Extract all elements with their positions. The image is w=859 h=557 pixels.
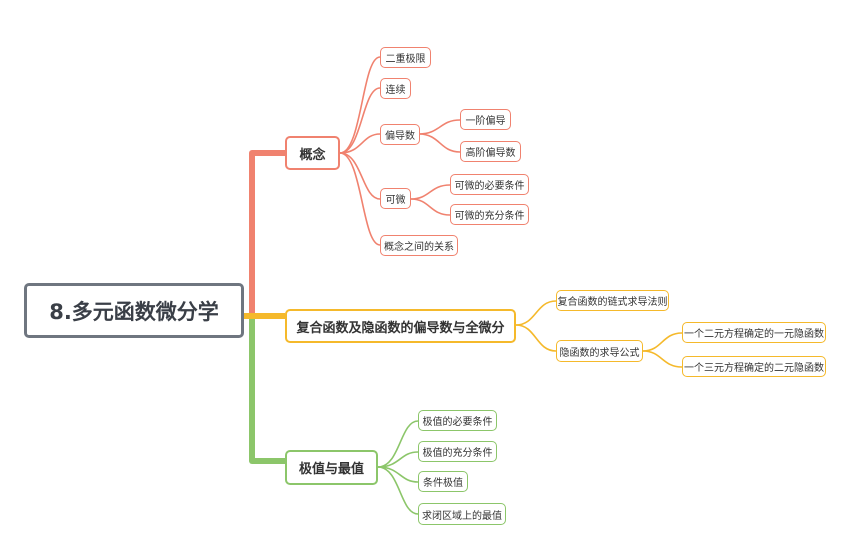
topic-differentiable-necessary[interactable]: 可微的必要条件 — [450, 174, 529, 195]
topic-differentiable[interactable]: 可微 — [380, 188, 411, 209]
branch-composite-implicit[interactable]: 复合函数及隐函数的偏导数与全微分 — [285, 309, 516, 343]
topic-implicit-2var[interactable]: 一个二元方程确定的一元隐函数 — [682, 322, 826, 343]
topic-extrema-sufficient[interactable]: 极值的充分条件 — [418, 441, 497, 462]
topic-partial-derivative[interactable]: 偏导数 — [380, 124, 420, 145]
topic-implicit-3var[interactable]: 一个三元方程确定的二元隐函数 — [682, 356, 826, 377]
root-topic[interactable]: 8.多元函数微分学 — [24, 283, 244, 338]
topic-extrema-necessary[interactable]: 极值的必要条件 — [418, 410, 497, 431]
topic-continuity[interactable]: 连续 — [380, 78, 411, 99]
topic-higher-order-partial[interactable]: 高阶偏导数 — [460, 141, 521, 162]
topic-closed-region-extrema[interactable]: 求闭区域上的最值 — [418, 503, 506, 525]
topic-implicit-formula[interactable]: 隐函数的求导公式 — [556, 340, 643, 362]
branch-concept[interactable]: 概念 — [285, 136, 340, 170]
topic-differentiable-sufficient[interactable]: 可微的充分条件 — [450, 204, 529, 225]
topic-first-order-partial[interactable]: 一阶偏导 — [460, 109, 511, 130]
topic-concept-relations[interactable]: 概念之间的关系 — [380, 235, 458, 256]
topic-chain-rule[interactable]: 复合函数的链式求导法则 — [556, 290, 669, 311]
branch-extrema[interactable]: 极值与最值 — [285, 450, 378, 485]
topic-double-limit[interactable]: 二重极限 — [380, 47, 431, 68]
topic-conditional-extrema[interactable]: 条件极值 — [418, 471, 468, 492]
